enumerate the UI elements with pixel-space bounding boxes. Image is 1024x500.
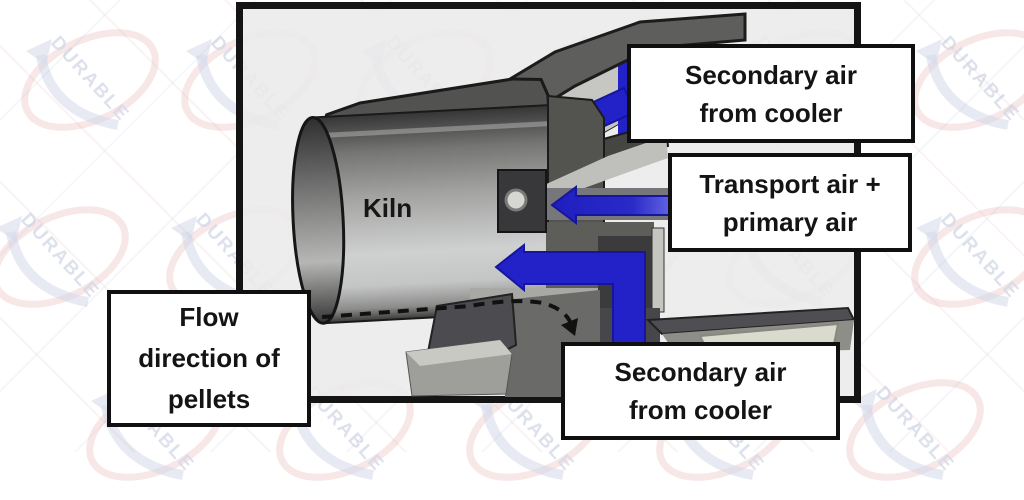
label-line: Secondary air xyxy=(614,357,787,387)
watermark-text: DURABLE xyxy=(16,209,103,302)
durable-watermark: DURABLE xyxy=(900,192,1024,322)
label-flow-direction: Flow direction of pellets xyxy=(107,290,311,427)
label-transport-air: Transport air + primary air xyxy=(668,153,912,252)
watermark-text: DURABLE xyxy=(46,32,133,125)
watermark-text: DURABLE xyxy=(871,382,958,475)
label-line: pellets xyxy=(167,384,251,414)
label-line: direction of xyxy=(138,343,280,373)
durable-watermark: DURABLE xyxy=(900,15,1024,145)
label-line: from cooler xyxy=(628,395,773,425)
label-secondary-air-bottom: Secondary air from cooler xyxy=(561,342,840,440)
durable-watermark: DURABLE xyxy=(10,15,170,145)
label-line: Transport air + xyxy=(699,168,881,199)
label-secondary-air-top: Secondary air from cooler xyxy=(627,44,915,143)
label-line: Secondary air xyxy=(685,59,857,90)
label-line: Flow xyxy=(179,302,239,332)
watermark-text: DURABLE xyxy=(936,32,1023,125)
label-line: from cooler xyxy=(699,97,843,128)
label-line: primary air xyxy=(722,206,858,237)
watermark-text: DURABLE xyxy=(936,209,1023,302)
